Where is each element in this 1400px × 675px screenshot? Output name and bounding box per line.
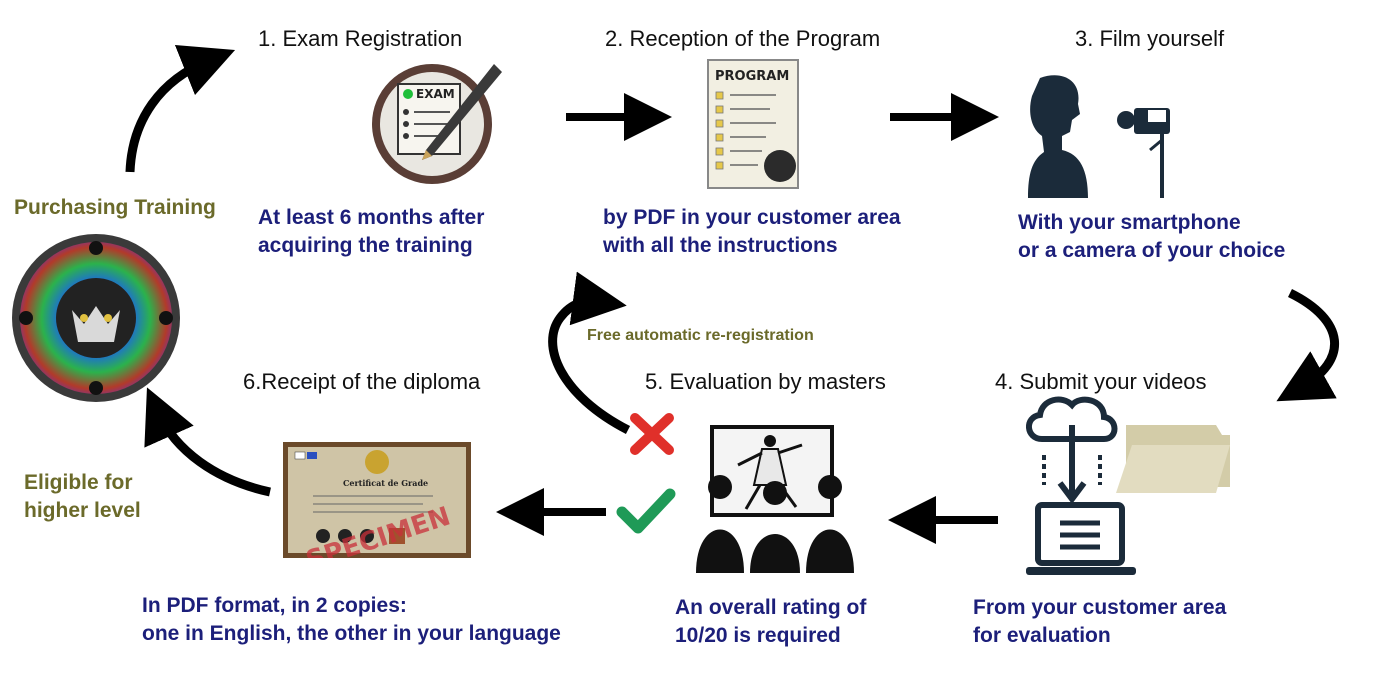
cloud-upload-laptop-icon (1026, 396, 1230, 575)
step-5-desc-line-2: 10/20 is required (675, 624, 841, 647)
tiger-dragon-medallion-icon (12, 234, 180, 402)
step-1-desc-line-2: acquiring the training (258, 234, 473, 257)
step-1-desc-line-1: At least 6 months after (258, 206, 485, 229)
step-2-desc-line-2: with all the instructions (603, 234, 838, 257)
step-2-desc: by PDF in your customer area with all th… (603, 204, 901, 260)
step-1-desc: At least 6 months after acquiring the tr… (258, 204, 484, 260)
start-label: Purchasing Training (14, 196, 216, 219)
step-3-title: 3. Film yourself (1075, 26, 1225, 51)
step-6-desc: In PDF format, in 2 copies: one in Engli… (142, 592, 561, 648)
step-4-desc-line-2: for evaluation (973, 624, 1111, 647)
step-4-desc: From your customer area for evaluation (973, 594, 1226, 650)
program-icon-text: PROGRAM (715, 69, 789, 84)
step-5-desc: An overall rating of 10/20 is required (675, 594, 866, 650)
reject-cross-icon (630, 413, 674, 455)
exam-pen-icon: EXAM (372, 64, 502, 184)
step-5-desc-line-1: An overall rating of (675, 596, 867, 619)
program-document-icon: PROGRAM (707, 59, 799, 189)
arrow-film-to-submit (1276, 288, 1340, 402)
step-4-desc-line-1: From your customer area (973, 596, 1227, 619)
step-6-desc-line-1: In PDF format, in 2 copies: (142, 594, 407, 617)
step-1-title: 1. Exam Registration (258, 26, 463, 51)
end-label-line-1: Eligible for (24, 471, 133, 494)
person-camera-icon (1028, 75, 1170, 198)
step-6-title: 6.Receipt of the diploma (243, 369, 481, 394)
diploma-certificate-icon: Certificat de Grade SPECIMEN (283, 442, 471, 558)
step-4-title: 4. Submit your videos (995, 369, 1207, 394)
arrow-diploma-to-logo (144, 387, 271, 497)
arrow-purchase-to-exam (125, 44, 236, 173)
step-3-desc: With your smartphone or a camera of your… (1018, 209, 1285, 265)
step-6-desc-line-2: one in English, the other in your langua… (142, 622, 561, 645)
exam-icon-text: EXAM (416, 87, 455, 101)
step-5-title: 5. Evaluation by masters (645, 369, 886, 394)
step-3-desc-line-1: With your smartphone (1018, 211, 1241, 234)
arrow-retry-loop (548, 271, 631, 435)
end-label-line-2: higher level (24, 499, 141, 522)
step-2-desc-line-1: by PDF in your customer area (603, 206, 901, 229)
retry-label: Free automatic re-registration (587, 327, 814, 344)
step-2-title: 2. Reception of the Program (605, 26, 881, 51)
approve-check-icon (616, 488, 676, 534)
end-label: Eligible for higher level (24, 469, 141, 525)
diploma-icon-title: Certificat de Grade (343, 478, 428, 488)
masters-jury-icon (696, 425, 854, 573)
step-3-desc-line-2: or a camera of your choice (1018, 239, 1286, 262)
